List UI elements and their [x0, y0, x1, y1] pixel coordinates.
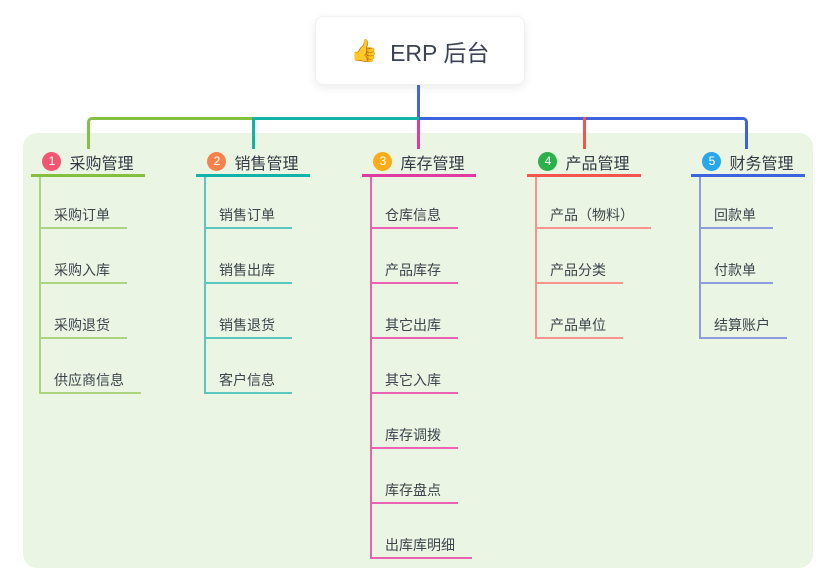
sub-item-node[interactable]: 产品库存 — [372, 229, 458, 284]
sub-item-label: 销售出库 — [219, 262, 275, 278]
branch-topic-label: 产品管理 — [565, 155, 630, 173]
sub-item-label: 其它出库 — [385, 317, 441, 333]
sub-item-label: 回款单 — [714, 207, 756, 223]
branch-topic-label: 财务管理 — [729, 155, 794, 173]
sub-item-label: 销售订单 — [219, 207, 275, 223]
branch-topic-node[interactable]: 3 库存管理 — [362, 149, 476, 177]
root-connector-line — [417, 85, 420, 118]
sub-item-node[interactable]: 出库库明细 — [372, 504, 472, 559]
sub-item-label: 其它入库 — [385, 372, 441, 388]
branch-sub-items: 回款单付款单结算账户 — [699, 177, 805, 339]
sub-item-node[interactable]: 产品单位 — [537, 284, 623, 339]
sub-item-node[interactable]: 采购退货 — [41, 284, 127, 339]
branch1-connector-line — [87, 117, 254, 149]
sub-item-label: 销售退货 — [219, 317, 275, 333]
branch-sub-items: 产品（物料） 产品分类产品单位 — [535, 177, 651, 339]
branch-topic-label: 库存管理 — [400, 155, 465, 173]
root-node[interactable]: 👍 ERP 后台 — [315, 16, 525, 85]
sub-item-label: 采购退货 — [54, 317, 110, 333]
sub-item-node[interactable]: 供应商信息 — [41, 339, 141, 394]
sub-item-node[interactable]: 产品分类 — [537, 229, 623, 284]
sub-item-label: 库存调拨 — [385, 427, 441, 443]
branch-topic-node[interactable]: 2 销售管理 — [196, 149, 310, 177]
sub-item-label: 产品单位 — [550, 317, 606, 333]
sub-item-node[interactable]: 其它出库 — [372, 284, 458, 339]
branch-number-badge: 1 — [42, 152, 62, 171]
branch-sub-items: 采购订单采购入库采购退货供应商信息 — [39, 177, 145, 394]
branch-number-badge: 2 — [207, 152, 227, 171]
sub-item-node[interactable]: 仓库信息 — [372, 177, 458, 229]
sub-item-node[interactable]: 付款单 — [701, 229, 773, 284]
branch-2: 2 销售管理销售订单销售出库销售退货客户信息 — [196, 149, 310, 394]
sub-item-node[interactable]: 回款单 — [701, 177, 773, 229]
branch-topic-node[interactable]: 1 采购管理 — [31, 149, 145, 177]
thumbs-up-icon: 👍 — [350, 37, 379, 63]
sub-item-node[interactable]: 其它入库 — [372, 339, 458, 394]
sub-item-label: 出库库明细 — [385, 537, 455, 553]
sub-item-label: 产品（物料） — [550, 207, 634, 223]
branch-number-badge: 3 — [373, 152, 393, 171]
sub-item-label: 库存盘点 — [385, 482, 441, 498]
branch-number-badge: 4 — [538, 152, 558, 171]
sub-item-node[interactable]: 结算账户 — [701, 284, 787, 339]
sub-item-node[interactable]: 销售出库 — [206, 229, 292, 284]
branch-sub-items: 仓库信息产品库存其它出库其它入库库存调拨库存盘点出库库明细 — [370, 177, 476, 559]
sub-item-node[interactable]: 销售退货 — [206, 284, 292, 339]
branch-topic-node[interactable]: 4 产品管理 — [527, 149, 641, 177]
sub-item-node[interactable]: 采购入库 — [41, 229, 127, 284]
sub-item-label: 产品库存 — [385, 262, 441, 278]
sub-item-label: 采购入库 — [54, 262, 110, 278]
root-node-label: ERP 后台 — [390, 39, 490, 66]
sub-item-label: 采购订单 — [54, 207, 110, 223]
branch-number-badge: 5 — [702, 152, 722, 171]
sub-item-node[interactable]: 采购订单 — [41, 177, 127, 229]
branch-3: 3 库存管理仓库信息产品库存其它出库其它入库库存调拨库存盘点出库库明细 — [362, 149, 476, 559]
sub-item-label: 付款单 — [714, 262, 756, 278]
branch3-connector-line — [417, 120, 420, 149]
sub-item-node[interactable]: 库存调拨 — [372, 394, 458, 449]
sub-item-node[interactable]: 库存盘点 — [372, 449, 458, 504]
branch-topic-label: 采购管理 — [69, 155, 134, 173]
sub-item-node[interactable]: 客户信息 — [206, 339, 292, 394]
branch-topic-node[interactable]: 5 财务管理 — [691, 149, 805, 177]
sub-item-node[interactable]: 产品（物料） — [537, 177, 651, 229]
branch-4: 4 产品管理产品（物料） 产品分类产品单位 — [527, 149, 651, 339]
sub-item-node[interactable]: 销售订单 — [206, 177, 292, 229]
branch2-connector-line — [252, 117, 419, 149]
sub-item-label: 结算账户 — [714, 317, 770, 333]
sub-item-label: 客户信息 — [219, 372, 275, 388]
branch4-connector-line — [583, 117, 586, 149]
branch-topic-label: 销售管理 — [234, 155, 299, 173]
sub-item-label: 供应商信息 — [54, 372, 124, 388]
branch-sub-items: 销售订单销售出库销售退货客户信息 — [204, 177, 310, 394]
sub-item-label: 产品分类 — [550, 262, 606, 278]
sub-item-label: 仓库信息 — [385, 207, 441, 223]
branch-5: 5 财务管理回款单付款单结算账户 — [691, 149, 805, 339]
branch-1: 1 采购管理采购订单采购入库采购退货供应商信息 — [31, 149, 145, 394]
canvas-panel — [23, 133, 813, 568]
